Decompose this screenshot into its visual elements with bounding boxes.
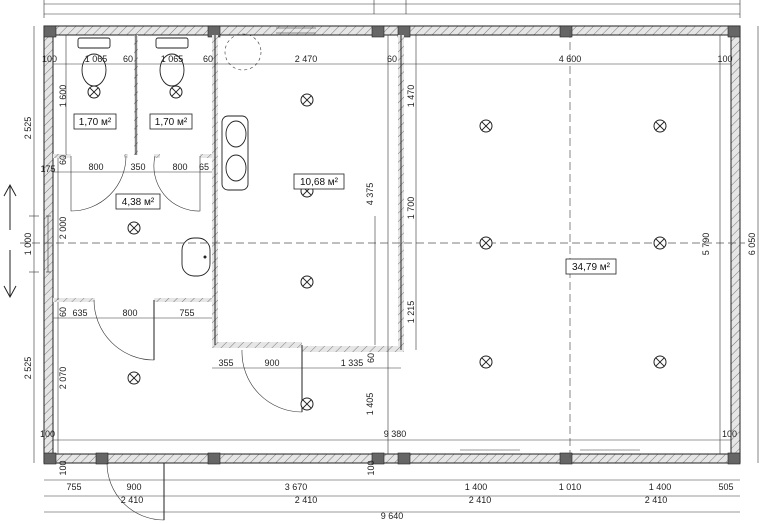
svg-text:60: 60: [366, 353, 376, 363]
area-label-main: 34,79 м²: [565, 258, 617, 275]
svg-text:6 050: 6 050: [747, 233, 757, 256]
sink-2: [181, 237, 211, 277]
svg-text:1,70 м²: 1,70 м²: [155, 117, 188, 128]
svg-text:1 405: 1 405: [365, 393, 375, 416]
svg-text:2 000: 2 000: [58, 217, 68, 240]
sink-1: [221, 115, 249, 191]
svg-text:1 470: 1 470: [406, 85, 416, 108]
svg-text:60: 60: [123, 54, 133, 64]
svg-text:505: 505: [718, 482, 733, 492]
dimension-labels: 100 1 065 60 1 065 60 2 470 60 4 600 100…: [23, 54, 757, 521]
lamp-icon: [479, 355, 493, 369]
svg-text:2 525: 2 525: [23, 357, 33, 380]
svg-text:5 790: 5 790: [701, 233, 711, 256]
svg-text:1 400: 1 400: [465, 482, 488, 492]
svg-text:100: 100: [40, 429, 55, 439]
svg-text:100: 100: [722, 429, 737, 439]
svg-text:4 600: 4 600: [559, 54, 582, 64]
svg-text:4 375: 4 375: [365, 183, 375, 206]
svg-text:2 410: 2 410: [121, 495, 144, 505]
svg-text:175: 175: [40, 164, 55, 174]
svg-text:1,70 м²: 1,70 м²: [79, 117, 112, 128]
svg-text:9 380: 9 380: [384, 429, 407, 439]
lamp-icon: [479, 236, 493, 250]
svg-text:2 525: 2 525: [23, 117, 33, 140]
svg-text:1 700: 1 700: [406, 197, 416, 220]
svg-text:1 335: 1 335: [341, 358, 364, 368]
lamp-icon: [300, 93, 314, 107]
windows: [46, 27, 640, 451]
light-fixtures: [87, 85, 667, 411]
lamp-icon: [653, 355, 667, 369]
svg-text:900: 900: [126, 482, 141, 492]
svg-text:1 065: 1 065: [85, 54, 108, 64]
lamp-icon: [87, 85, 101, 99]
svg-text:635: 635: [72, 308, 87, 318]
svg-text:65: 65: [199, 162, 209, 172]
interior-walls: [53, 35, 404, 352]
lamp-icon: [479, 119, 493, 133]
svg-text:1 010: 1 010: [559, 482, 582, 492]
toilet-1: [77, 37, 111, 87]
svg-text:350: 350: [130, 162, 145, 172]
area-label-vestibule: 4,38 м²: [115, 193, 161, 210]
svg-text:60: 60: [203, 54, 213, 64]
svg-text:1 065: 1 065: [161, 54, 184, 64]
svg-text:800: 800: [88, 162, 103, 172]
svg-text:1 400: 1 400: [649, 482, 672, 492]
area-label-wc1: 1,70 м²: [73, 113, 117, 130]
svg-text:100: 100: [717, 54, 732, 64]
svg-text:60: 60: [58, 307, 68, 317]
svg-text:1 000: 1 000: [23, 233, 33, 256]
svg-text:34,79 м²: 34,79 м²: [572, 262, 611, 273]
svg-text:2 070: 2 070: [58, 367, 68, 390]
lamp-icon: [653, 236, 667, 250]
lamp-icon: [127, 221, 141, 235]
svg-text:2 410: 2 410: [295, 495, 318, 505]
svg-text:355: 355: [218, 358, 233, 368]
lamp-icon: [300, 397, 314, 411]
column-outline: [224, 33, 262, 71]
svg-text:800: 800: [122, 308, 137, 318]
svg-text:100: 100: [58, 460, 68, 475]
svg-text:10,68 м²: 10,68 м²: [300, 177, 339, 188]
svg-text:755: 755: [179, 308, 194, 318]
svg-text:900: 900: [264, 358, 279, 368]
lamp-icon: [300, 275, 314, 289]
entrance-arrow-icon: [3, 183, 17, 299]
svg-text:2 470: 2 470: [295, 54, 318, 64]
svg-text:800: 800: [172, 162, 187, 172]
svg-text:755: 755: [66, 482, 81, 492]
svg-text:1 600: 1 600: [58, 85, 68, 108]
lamp-icon: [653, 119, 667, 133]
area-label-wc2: 1,70 м²: [149, 113, 193, 130]
svg-text:100: 100: [42, 54, 57, 64]
svg-text:60: 60: [387, 54, 397, 64]
svg-text:9 640: 9 640: [381, 511, 404, 521]
axis-lines: [20, 30, 745, 460]
interior-dimension-lines: [53, 35, 731, 454]
svg-text:2 410: 2 410: [469, 495, 492, 505]
roof-outline: [43, 0, 741, 18]
svg-text:100: 100: [366, 460, 376, 475]
exterior-dimension-lines: [29, 26, 759, 513]
svg-text:2 410: 2 410: [645, 495, 668, 505]
lamp-icon: [169, 85, 183, 99]
svg-text:3 670: 3 670: [285, 482, 308, 492]
doors: [70, 155, 303, 521]
lamp-icon: [127, 371, 141, 385]
svg-text:1 215: 1 215: [406, 301, 416, 324]
toilet-2: [155, 37, 189, 87]
svg-text:60: 60: [58, 155, 68, 165]
svg-text:4,38 м²: 4,38 м²: [122, 197, 155, 208]
area-label-hall: 10,68 м²: [293, 173, 345, 190]
exterior-walls: [43, 25, 741, 465]
